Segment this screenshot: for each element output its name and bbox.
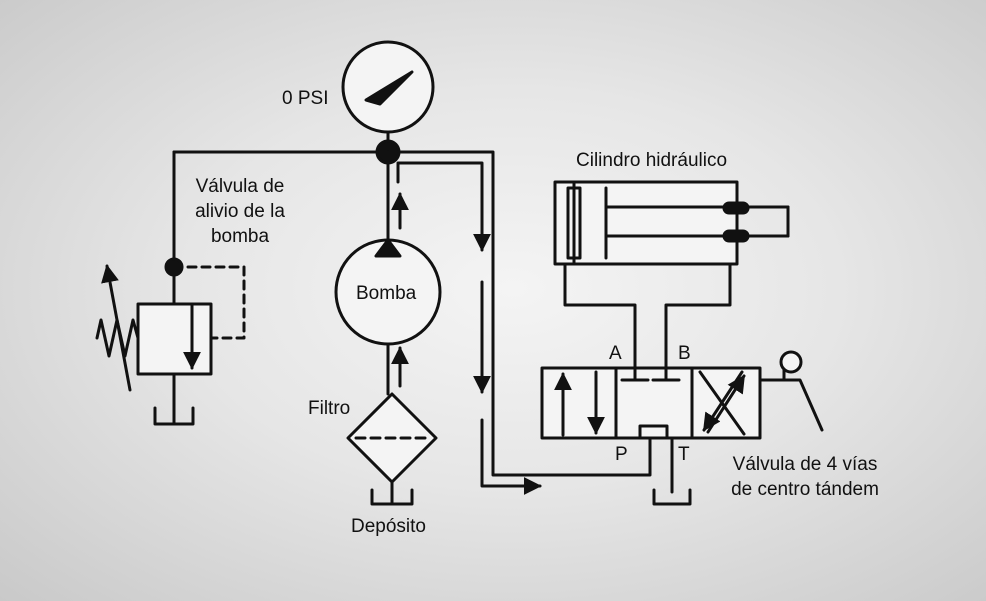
relief-valve-icon: [136, 265, 246, 426]
pressure-gauge-icon: [341, 40, 435, 154]
pilot-junction-dot: [164, 257, 184, 277]
cylinder-label: Cilindro hidráulico: [576, 150, 728, 171]
port-a-label: A: [609, 343, 622, 364]
pump-label: Bomba: [356, 283, 417, 304]
reservoir-label: Depósito: [351, 516, 426, 537]
relief-valve-label: Válvula de alivio de la bomba: [195, 176, 285, 247]
flow-arrow-icon: [396, 161, 542, 495]
spring-icon: [95, 264, 140, 392]
port-p-label: P: [615, 444, 628, 465]
pump-icon: [334, 150, 442, 396]
reservoir-icon: [370, 488, 414, 506]
port-b-label: B: [678, 343, 691, 364]
cylinder-icon: [553, 180, 790, 382]
directional-valve-label: Válvula de 4 vías de centro tándem: [731, 454, 879, 500]
tank-icon: [652, 436, 692, 506]
tank-icon: [153, 406, 195, 426]
gauge-label: 0 PSI: [282, 88, 329, 109]
port-t-label: T: [678, 444, 690, 465]
filter-icon: [346, 392, 438, 506]
directional-valve-icon: [540, 350, 824, 440]
filter-label: Filtro: [308, 398, 351, 419]
